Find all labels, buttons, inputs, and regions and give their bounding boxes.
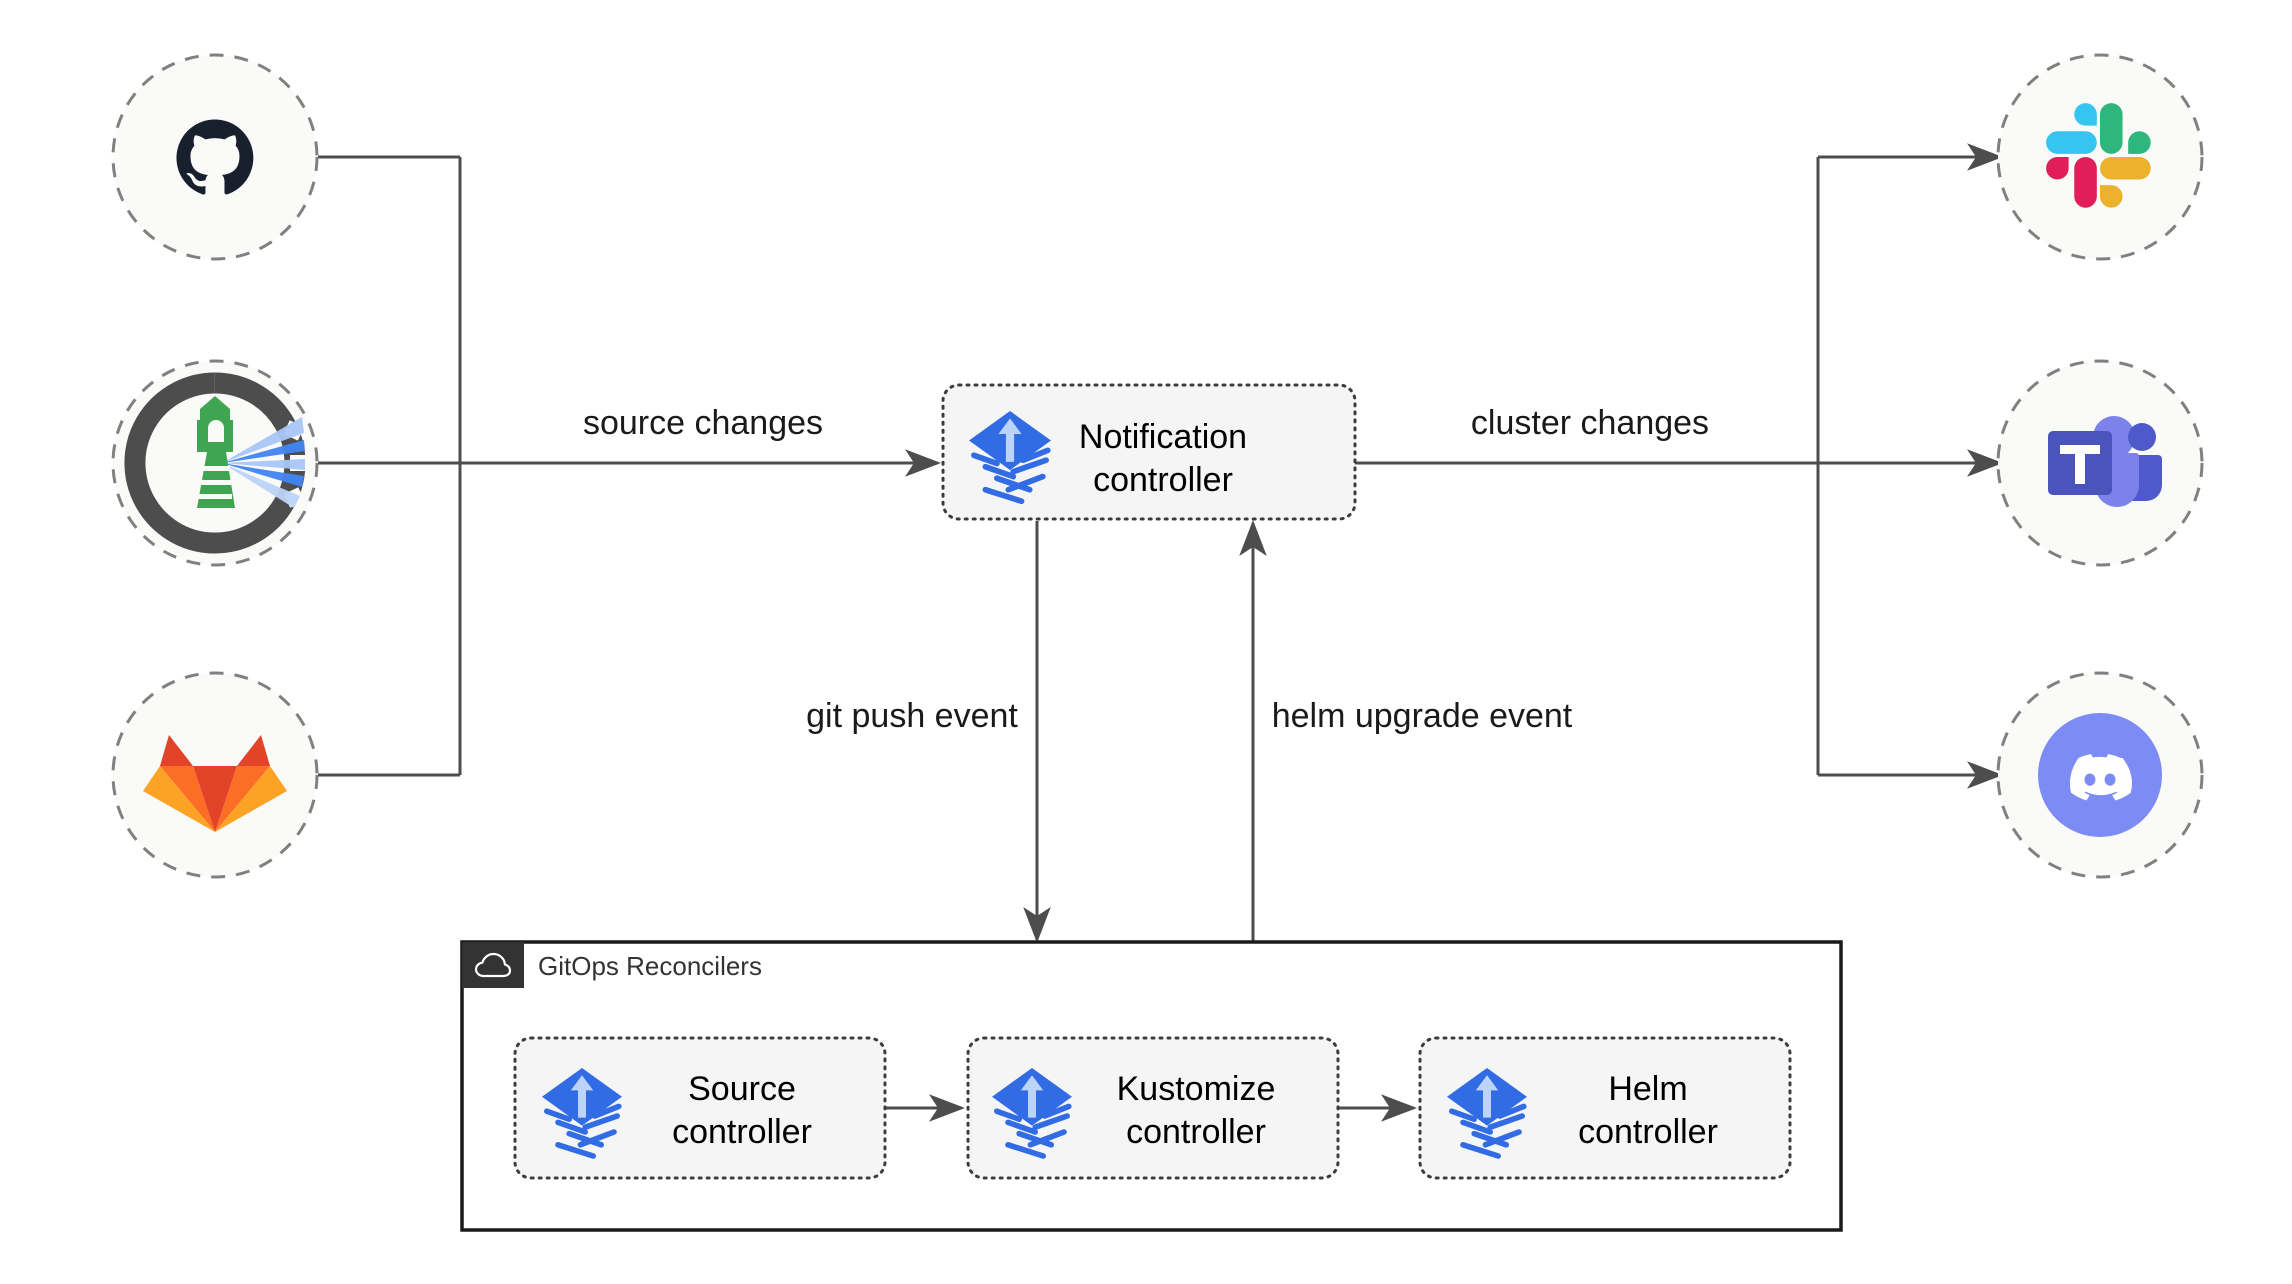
edge-label-source-changes: source changes bbox=[583, 404, 823, 442]
node-label-line2: controller bbox=[1126, 1113, 1266, 1151]
microsoft-teams-icon bbox=[2048, 416, 2162, 507]
node-label-line1: Source bbox=[688, 1070, 796, 1108]
node-label-line2: controller bbox=[672, 1113, 812, 1151]
group-tab bbox=[462, 942, 524, 988]
gitlab-icon bbox=[143, 735, 287, 832]
gitops-reconcilers-group: GitOps Reconcilers bbox=[460, 940, 1843, 1232]
flux-icon bbox=[542, 1068, 622, 1159]
edge-source-changes bbox=[318, 155, 941, 777]
flux-icon bbox=[992, 1068, 1072, 1159]
edge-cluster-changes bbox=[1355, 143, 2003, 789]
flux-icon bbox=[1447, 1068, 1527, 1159]
destination-node-discord[interactable] bbox=[1996, 671, 2204, 879]
discord-icon bbox=[2038, 713, 2162, 837]
source-node-gitlab[interactable] bbox=[111, 671, 319, 879]
github-icon bbox=[176, 119, 254, 195]
destination-node-slack[interactable] bbox=[1996, 53, 2204, 261]
node-kustomize-controller[interactable]: Kustomize controller bbox=[966, 1036, 1340, 1180]
node-label-line1: Kustomize bbox=[1117, 1070, 1276, 1108]
group-title: GitOps Reconcilers bbox=[538, 951, 762, 981]
node-notification-controller[interactable]: Notification controller bbox=[941, 383, 1357, 521]
node-label-line1: Notification bbox=[1079, 418, 1247, 456]
slack-icon bbox=[2046, 103, 2151, 208]
source-node-lighthouse[interactable] bbox=[111, 359, 319, 567]
edge-label-git-push-event: git push event bbox=[806, 697, 1018, 735]
node-source-controller[interactable]: Source controller bbox=[513, 1036, 887, 1180]
destination-node-teams[interactable] bbox=[1996, 359, 2204, 567]
edge-label-cluster-changes: cluster changes bbox=[1471, 404, 1709, 442]
lighthouse-icon bbox=[124, 372, 306, 554]
node-label-line2: controller bbox=[1093, 461, 1233, 499]
source-node-github[interactable] bbox=[111, 53, 319, 261]
node-label-line2: controller bbox=[1578, 1113, 1718, 1151]
node-helm-controller[interactable]: Helm controller bbox=[1418, 1036, 1792, 1180]
edge-label-helm-upgrade-event: helm upgrade event bbox=[1272, 697, 1573, 735]
cloud-icon bbox=[474, 952, 512, 978]
flux-icon bbox=[969, 411, 1051, 505]
node-label-line1: Helm bbox=[1608, 1070, 1687, 1108]
